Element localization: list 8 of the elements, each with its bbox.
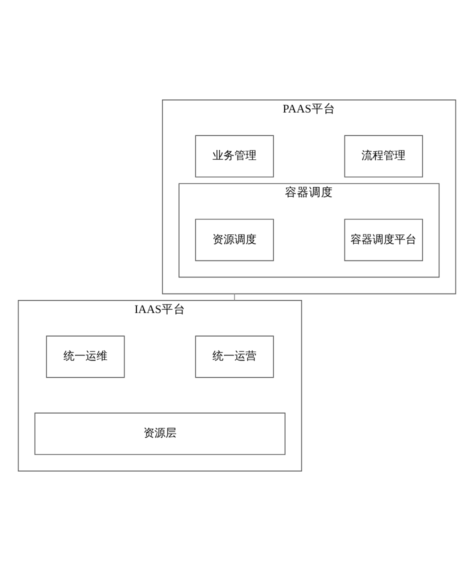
node-box: 流程管理: [344, 135, 423, 178]
node-box: 资源调度: [195, 218, 274, 262]
node-box: 资源层: [34, 412, 286, 455]
node-box: 业务管理: [195, 135, 274, 178]
node-box: 统一运营: [195, 336, 274, 378]
node-box: 统一运维: [46, 336, 125, 378]
node-box: 容器调度平台: [344, 218, 423, 262]
connector: [234, 293, 235, 301]
